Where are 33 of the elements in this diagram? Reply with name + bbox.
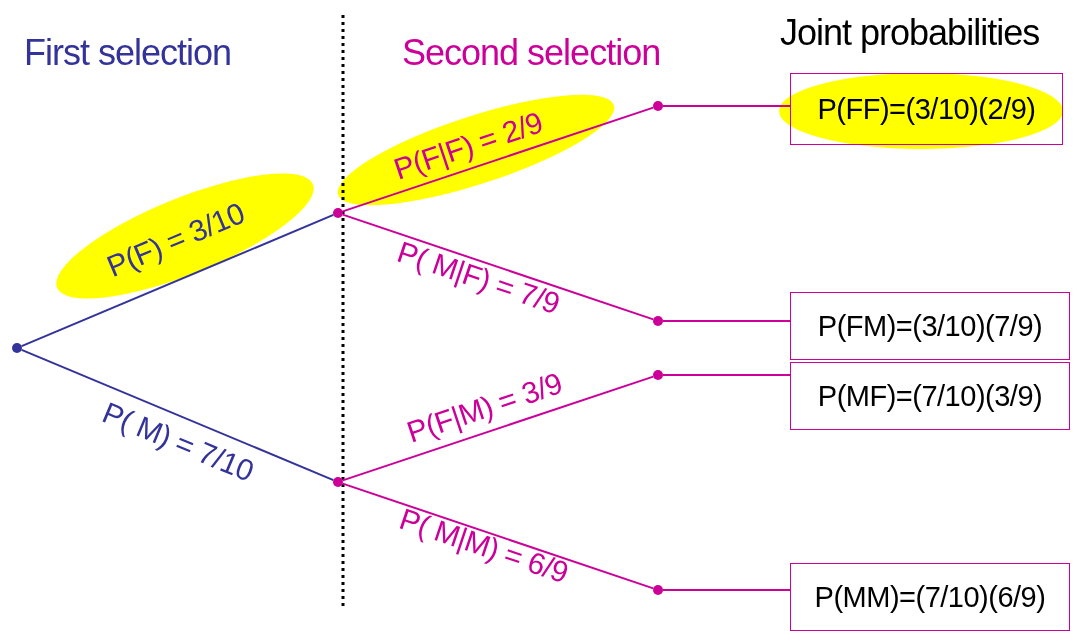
branch-point: [653, 585, 663, 595]
result-box: [790, 292, 1070, 360]
column-heading: First selection: [24, 32, 232, 74]
edge-label: P( M|F) = 7/9: [392, 234, 564, 322]
probability-text: P(MM)=(7/10)(6/9): [814, 580, 1046, 614]
branch-point: [333, 477, 343, 487]
probability-text: P(FM)=(3/10)(7/9): [817, 309, 1043, 343]
branch-point: [653, 370, 663, 380]
probability-text: P(MF)=(7/10)(3/9): [817, 379, 1043, 413]
result-box: [790, 563, 1070, 631]
branch-line: [341, 375, 655, 482]
edge-label: P( M) = 7/10: [97, 395, 259, 489]
branch-line: [341, 213, 655, 321]
edge-label: P(F|M) = 3/9: [402, 366, 566, 450]
edge-label: P(F|F) = 2/9: [389, 105, 547, 187]
branch-point: [333, 208, 343, 218]
column-heading: Joint probabilities: [780, 12, 1040, 54]
branch-line: [341, 106, 655, 213]
branch-line: [662, 320, 791, 322]
branch-line: [341, 482, 655, 590]
column-heading: Second selection: [402, 32, 661, 74]
probability-text: P(FF)=(3/10)(2/9): [817, 92, 1036, 126]
branch-point: [653, 101, 663, 111]
edge-label: P( M|M) = 6/9: [395, 501, 573, 591]
branch-point: [12, 343, 22, 353]
branch-line: [662, 105, 791, 107]
edge-label: P(F) = 3/10: [101, 196, 249, 284]
branch-line: [662, 589, 791, 591]
branch-point: [653, 316, 663, 326]
branch-line: [20, 348, 335, 482]
branch-line: [20, 213, 335, 348]
result-box: [790, 362, 1070, 430]
branch-line: [662, 374, 791, 376]
